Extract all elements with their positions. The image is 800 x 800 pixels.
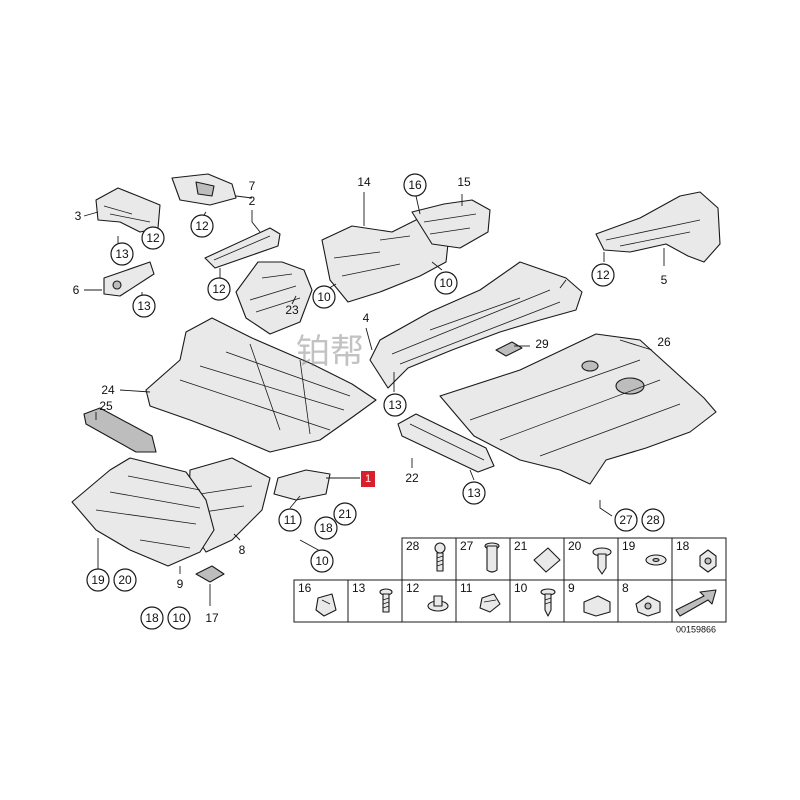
callout-10[interactable]: 10 <box>315 554 329 568</box>
callout-11[interactable]: 11 <box>284 513 297 527</box>
legend-number: 13 <box>352 581 366 595</box>
bracket-clip-icon <box>635 595 661 617</box>
legend-cell-18[interactable] <box>671 537 727 581</box>
pad-icon <box>533 547 561 573</box>
legend-cell-28[interactable] <box>401 537 457 581</box>
legend-cell-13[interactable] <box>347 579 403 623</box>
bolt-icon <box>434 542 446 572</box>
part-14-heat-shield[interactable] <box>321 217 451 303</box>
callout-9[interactable]: 9 <box>177 577 184 591</box>
collar-nut-icon <box>427 595 449 612</box>
callout-13[interactable]: 13 <box>467 486 481 500</box>
circled-callouts: 12 13 12 13 12 10 16 10 12 13 13 11 21 1… <box>86 173 665 630</box>
callout-29[interactable]: 29 <box>535 337 549 351</box>
callout-7[interactable]: 7 <box>249 179 256 193</box>
legend-cell-10[interactable] <box>509 579 565 623</box>
legend-number: 21 <box>514 539 528 553</box>
legend-number: 18 <box>676 539 690 553</box>
legend-number: 8 <box>622 581 629 595</box>
callout-8[interactable]: 8 <box>239 543 246 557</box>
callout-1[interactable]: 1 <box>365 473 371 485</box>
clip-icon <box>583 595 611 617</box>
callout-24[interactable]: 24 <box>101 383 115 397</box>
legend-number: 27 <box>460 539 474 553</box>
legend-cell-12[interactable] <box>401 579 457 623</box>
part-15-shield[interactable] <box>411 199 491 249</box>
callout-15[interactable]: 15 <box>457 175 471 189</box>
diagram-id: 00159866 <box>676 624 716 634</box>
part-7-bracket[interactable] <box>171 173 237 206</box>
fastener-legend: 28 27 21 20 19 18 16 13 12 11 10 9 8 <box>293 537 727 623</box>
legend-number: 19 <box>622 539 636 553</box>
callout-1-highlight[interactable]: 1 <box>361 471 375 487</box>
callout-26[interactable]: 26 <box>657 335 671 349</box>
legend-number: 10 <box>514 581 528 595</box>
callout-18[interactable]: 18 <box>145 611 159 625</box>
bolt-icon <box>379 588 393 613</box>
callout-2[interactable]: 2 <box>249 194 256 208</box>
callout-25[interactable]: 25 <box>99 399 113 413</box>
legend-number: 11 <box>460 581 473 595</box>
callout-28[interactable]: 28 <box>646 513 660 527</box>
part-26-rear-floor[interactable] <box>439 333 717 485</box>
part-23-heat-shield[interactable] <box>235 261 313 335</box>
callout-27[interactable]: 27 <box>619 513 633 527</box>
callout-14[interactable]: 14 <box>357 175 371 189</box>
callout-12[interactable]: 12 <box>212 282 226 296</box>
part-25-side-strip[interactable] <box>83 407 157 453</box>
callout-13[interactable]: 13 <box>137 299 151 313</box>
callout-10[interactable]: 10 <box>439 276 453 290</box>
callout-13[interactable]: 13 <box>115 247 129 261</box>
legend-number: 28 <box>406 539 420 553</box>
part-3-bracket[interactable] <box>95 187 161 233</box>
callout-17[interactable]: 17 <box>205 611 219 625</box>
callout-10[interactable]: 10 <box>317 290 331 304</box>
callout-21[interactable]: 21 <box>338 507 352 521</box>
spring-clip-icon <box>479 593 501 613</box>
clip-nut-icon <box>315 593 337 617</box>
callout-6[interactable]: 6 <box>73 283 80 297</box>
callout-19[interactable]: 19 <box>91 573 105 587</box>
callout-18[interactable]: 18 <box>319 521 333 535</box>
legend-number: 9 <box>568 581 575 595</box>
push-rivet-icon <box>592 547 612 575</box>
legend-number: 16 <box>298 581 312 595</box>
callout-16[interactable]: 16 <box>408 178 422 192</box>
part-19-front-skid-plate[interactable] <box>71 457 215 567</box>
callout-5[interactable]: 5 <box>661 273 668 287</box>
part-22-tray[interactable] <box>397 413 495 473</box>
callout-4[interactable]: 4 <box>363 311 370 325</box>
part-2-strip[interactable] <box>204 227 281 269</box>
sleeve-icon <box>484 542 500 573</box>
nut-icon <box>699 549 717 573</box>
part-17-clip[interactable] <box>195 565 225 583</box>
watermark-text: 铂帮 <box>296 332 364 372</box>
callout-12[interactable]: 12 <box>596 268 610 282</box>
callout-20[interactable]: 20 <box>118 573 132 587</box>
legend-number: 12 <box>406 581 420 595</box>
callout-22[interactable]: 22 <box>405 471 419 485</box>
callout-23[interactable]: 23 <box>285 303 299 317</box>
screw-icon <box>540 588 556 617</box>
part-29-pad[interactable] <box>495 341 523 357</box>
callout-13[interactable]: 13 <box>388 398 402 412</box>
legend-cell-20[interactable] <box>563 537 619 581</box>
callout-12[interactable]: 12 <box>146 231 160 245</box>
part-1-underbody-guard[interactable] <box>273 469 331 501</box>
arrow-icon <box>675 589 717 617</box>
part-6-bracket[interactable] <box>103 261 155 297</box>
part-5-rear-shield[interactable] <box>595 191 721 263</box>
callout-10[interactable]: 10 <box>172 611 186 625</box>
part-24-floor-panel[interactable] <box>145 317 377 453</box>
callout-3[interactable]: 3 <box>75 209 82 223</box>
washer-icon <box>645 554 667 566</box>
part-4-tunnel-shield[interactable] <box>369 261 583 389</box>
callout-12[interactable]: 12 <box>195 219 209 233</box>
legend-number: 20 <box>568 539 582 553</box>
